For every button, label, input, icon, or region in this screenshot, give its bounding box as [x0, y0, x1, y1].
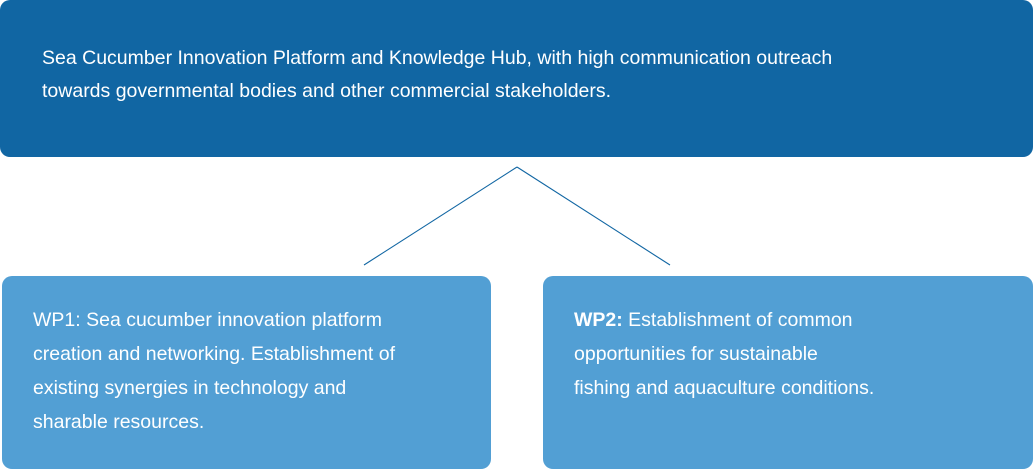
wp2-text-line-3: fishing and aquaculture conditions.	[574, 377, 875, 399]
wp1-text-line-3: existing synergies in technology and	[33, 377, 347, 399]
wp2-text-line-2: opportunities for sustainable	[574, 343, 818, 365]
platform-hub-text-line-2: towards governmental bodies and other co…	[42, 80, 612, 102]
connector-left-branch	[363, 166, 518, 266]
wp1-text-line-2: creation and networking. Establishment o…	[33, 343, 396, 365]
wp1-text-line-4: sharable resources.	[33, 411, 205, 433]
wp2-label: WP2:	[574, 309, 623, 331]
connector-right-branch	[516, 166, 671, 266]
wp2-text-line-1: WP2: Establishment of common	[574, 303, 1003, 337]
platform-hub-box: Sea Cucumber Innovation Platform and Kno…	[0, 0, 1033, 157]
wp2-text-line-1-body: Establishment of common	[622, 309, 853, 331]
wp1-box: WP1: Sea cucumber innovation platform cr…	[2, 276, 491, 469]
wp1-text-line-1: WP1: Sea cucumber innovation platform	[33, 309, 383, 331]
platform-hub-text-line-1: Sea Cucumber Innovation Platform and Kno…	[42, 47, 833, 69]
wp2-box: WP2: Establishment of common opportuniti…	[543, 276, 1033, 469]
